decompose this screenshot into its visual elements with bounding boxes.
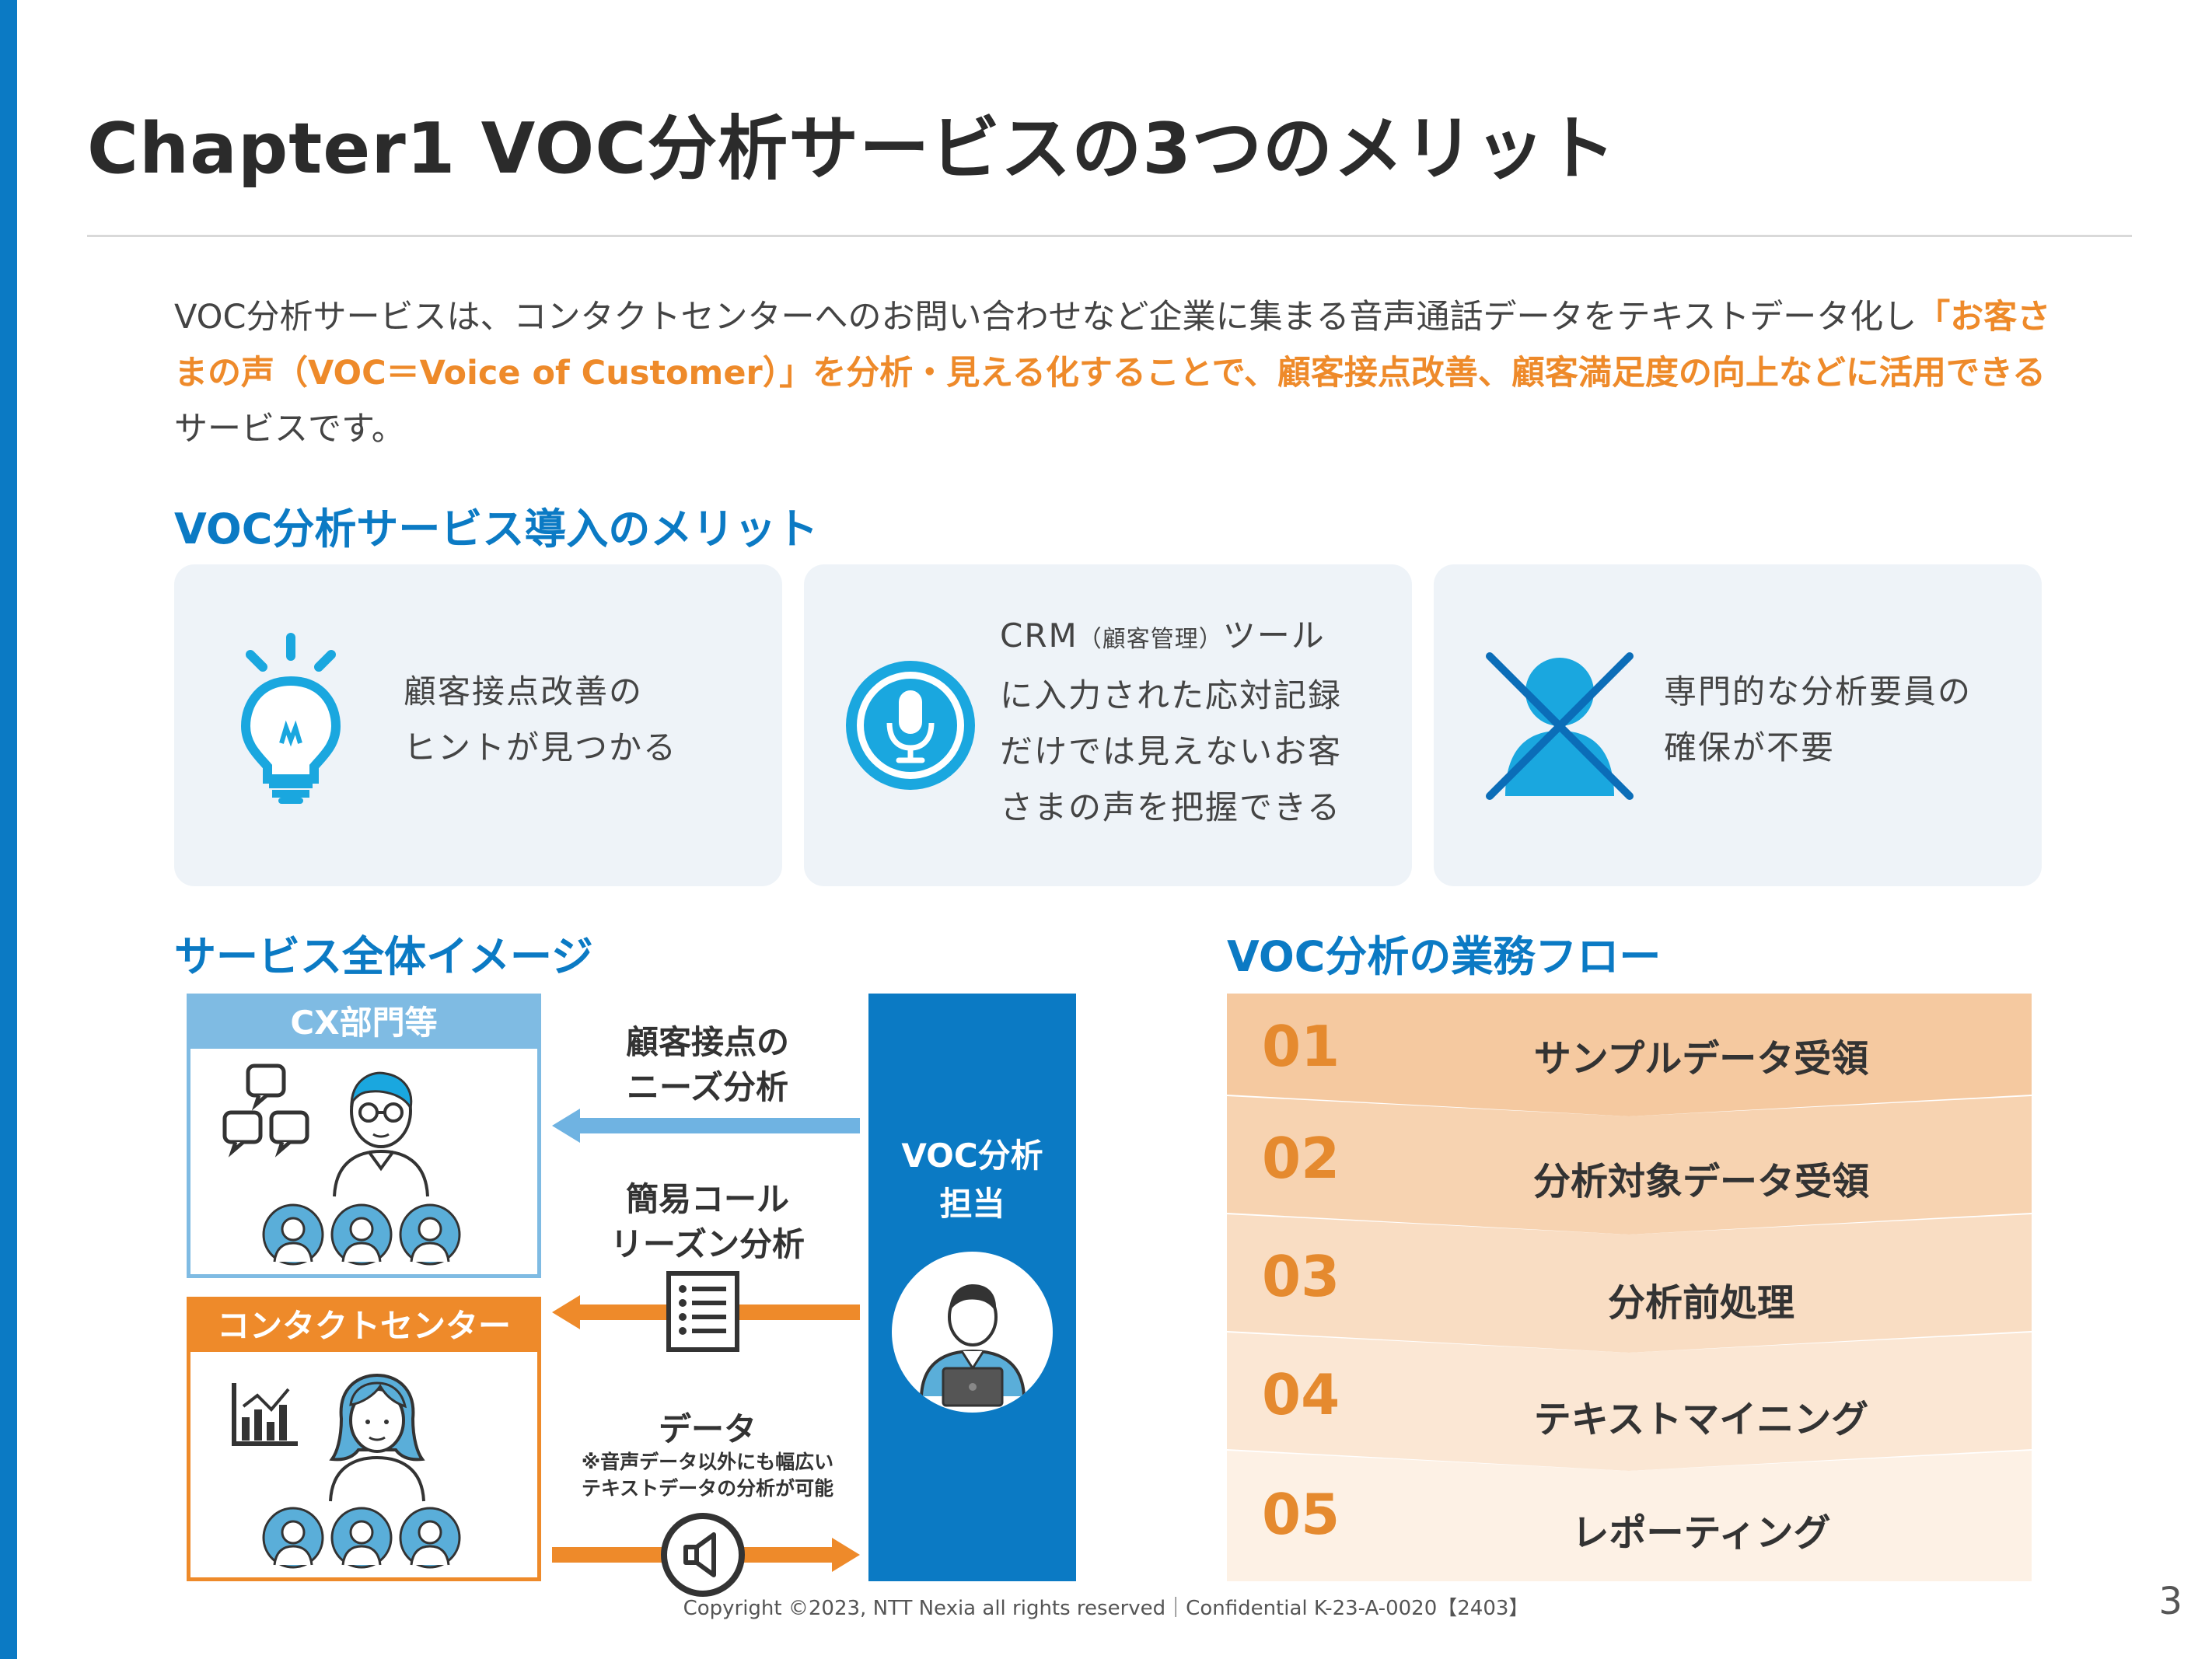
intro-text-end: サービスです。 [174, 410, 405, 449]
contact-center-box: コンタクトセンター [187, 1297, 541, 1581]
merit-card-2: CRM（顧客管理）ツール に入力された応対記録 だけでは見えないお客 さまの声を… [804, 564, 1412, 886]
workflow-step-2-label: 分析対象データ受領 [1532, 1160, 1869, 1203]
page-title: Chapter1 VOC分析サービスの3つのメリット [87, 108, 1616, 190]
merit-card-2-crm: CRM [1000, 616, 1078, 655]
workflow-step-1-number: 01 [1262, 1014, 1340, 1079]
workflow-step-3-number: 03 [1262, 1244, 1340, 1309]
left-accent-bar [0, 0, 17, 1659]
workflow-step-3-shape [1227, 1214, 2032, 1353]
man-with-glasses-icon [333, 1071, 429, 1197]
workflow-step-5-shape [1227, 1451, 2032, 1581]
staff-avatars-icon [262, 1507, 461, 1569]
merit-card-3-text: 専門的な分析要員の 確保が不要 [1664, 664, 1972, 776]
arrow-left-blue [552, 1109, 860, 1143]
flow-label-needs-analysis: 顧客接点の ニーズ分析 [575, 1020, 840, 1110]
staff-avatars-icon [262, 1203, 461, 1266]
flow-label-call-reason: 簡易コール リーズン分析 [575, 1177, 840, 1267]
workflow-step-3: 03 分析前処理 [1227, 1214, 2032, 1353]
page-number: 3 [2158, 1580, 2182, 1623]
intro-paragraph: VOC分析サービスは、コンタクトセンターへのお問い合わせなど企業に集まる音声通話… [174, 289, 2071, 457]
merit-card-2-line: さまの声を把握できる [1000, 788, 1342, 826]
analyst-avatar [892, 1252, 1053, 1413]
merit-card-1-line: ヒントが見つかる [404, 728, 678, 767]
flow-label-line: 顧客接点の [625, 1023, 789, 1061]
workflow-step-4-label: テキストマイニング [1533, 1398, 1869, 1441]
workflow-step-1-label: サンプルデータ受領 [1533, 1037, 1869, 1081]
woman-operator-icon [329, 1373, 425, 1502]
speech-bubbles-icon [222, 1064, 309, 1158]
flow-note-line: テキストデータの分析が可能 [581, 1477, 834, 1500]
workflow-step-5-label: レポーティング [1571, 1511, 1831, 1555]
workflow-step-1-shape [1227, 994, 2032, 1116]
merit-card-2-line: に入力された応対記録 [1000, 676, 1343, 714]
voc-analyst-line: 担当 [939, 1185, 1005, 1223]
workflow-section-title: VOC分析の業務フロー [1227, 932, 1662, 981]
voc-analyst-label: VOC分析 担当 [868, 1132, 1076, 1228]
microphone-icon [846, 661, 975, 790]
merit-card-1-line: 顧客接点改善の [404, 672, 644, 711]
merit-card-2-line: だけでは見えないお客 [1000, 732, 1343, 770]
flow-label-line: 簡易コール [625, 1180, 789, 1218]
merit-card-1: 顧客接点改善の ヒントが見つかる [174, 564, 782, 886]
intro-highlight: 「お客さまの声（VOC＝Voice of Customer）」を分析・見える化す… [174, 298, 2051, 393]
workflow-step-1: 01 サンプルデータ受領 [1227, 994, 2032, 1116]
contact-center-label: コンタクトセンター [190, 1301, 537, 1352]
workflow-step-4: 04 テキストマイニング [1227, 1332, 2032, 1471]
flow-note-line: ※音声データ以外にも幅広い [581, 1451, 834, 1473]
merits-section-title: VOC分析サービス導入のメリット [174, 505, 819, 554]
merit-card-2-line-1: CRM（顧客管理）ツール [1000, 608, 1342, 668]
workflow-step-4-shape [1227, 1332, 2032, 1471]
no-person-icon [1486, 652, 1634, 800]
voc-analyst-line: VOC分析 [901, 1137, 1043, 1175]
workflow-step-5-number: 05 [1262, 1482, 1340, 1547]
workflow-step-2: 02 分析対象データ受領 [1227, 1096, 2032, 1235]
workflow-step-2-number: 02 [1262, 1126, 1340, 1191]
flow-note-data: ※音声データ以外にも幅広い テキストデータの分析が可能 [544, 1449, 871, 1502]
checklist-icon [666, 1271, 739, 1352]
workflow-step-2-shape [1227, 1096, 2032, 1235]
analyst-with-laptop-icon [920, 1284, 1026, 1407]
merit-card-2-crm-note: （顧客管理） [1078, 626, 1223, 653]
merit-card-1-text: 顧客接点改善の ヒントが見つかる [404, 664, 677, 776]
lightbulb-icon [240, 633, 341, 804]
analytics-chart-icon [232, 1383, 298, 1446]
workflow-step-4-number: 04 [1262, 1362, 1340, 1427]
merit-card-2-text: CRM（顧客管理）ツール に入力された応対記録 だけでは見えないお客 さまの声を… [1000, 608, 1342, 836]
cx-department-label: CX部門等 [190, 997, 537, 1049]
merit-card-2-tool: ツール [1222, 616, 1326, 655]
title-divider [87, 235, 2132, 237]
flow-label-line: リーズン分析 [610, 1225, 805, 1263]
merit-card-3-line: 専門的な分析要員の [1664, 672, 1973, 711]
workflow-step-5: 05 レポーティング [1227, 1451, 2032, 1581]
flow-label-data: データ [658, 1410, 757, 1448]
cx-department-box: CX部門等 [187, 994, 541, 1278]
workflow-step-3-label: 分析前処理 [1607, 1281, 1794, 1325]
merit-card-3-line: 確保が不要 [1664, 728, 1836, 767]
voc-analyst-column: VOC分析 担当 [868, 994, 1076, 1581]
flow-label-line: ニーズ分析 [627, 1068, 788, 1106]
service-image-section-title: サービス全体イメージ [174, 932, 593, 981]
footer-copyright: Copyright ©2023, NTT Nexia all rights re… [683, 1597, 1529, 1620]
intro-text: VOC分析サービスは、コンタクトセンターへのお問い合わせなど企業に集まる音声通話… [174, 298, 1917, 337]
speaker-icon [661, 1513, 745, 1597]
merit-card-3: 専門的な分析要員の 確保が不要 [1434, 564, 2042, 886]
